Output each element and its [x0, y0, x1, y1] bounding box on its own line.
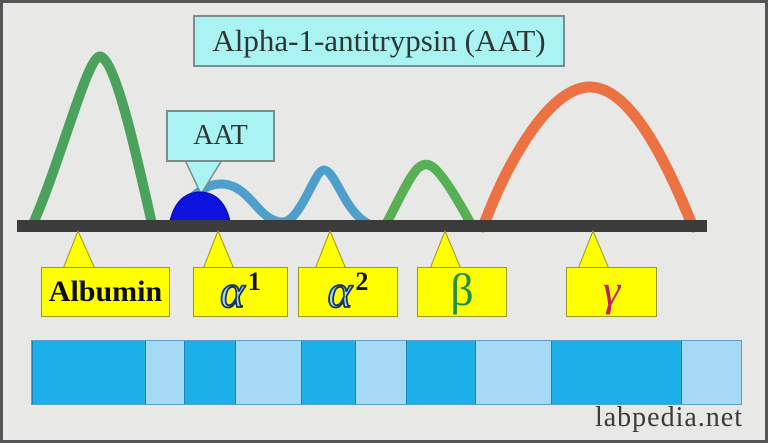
alpha1-symbol: α	[219, 265, 245, 318]
alpha2-symbol: α	[327, 265, 353, 318]
alpha1-superscript: 1	[247, 267, 261, 296]
gel-band-dark	[32, 341, 146, 404]
alpha2-label-box: α 2	[298, 267, 398, 317]
alpha1-alpha2-curve	[167, 165, 374, 229]
albumin-label-pointer	[62, 229, 96, 270]
title-box: Alpha-1-antitrypsin (AAT)	[193, 15, 565, 67]
gamma-label-box: γ	[566, 267, 657, 317]
gamma-symbol: γ	[602, 266, 621, 315]
gamma-label-pointer	[577, 229, 610, 270]
alpha2-superscript: 2	[355, 267, 369, 296]
alpha1-label-pointer	[202, 229, 235, 270]
beta-label-box: β	[417, 267, 507, 317]
albumin-label: Albumin	[48, 275, 163, 308]
diagram-title: Alpha-1-antitrypsin (AAT)	[212, 23, 546, 58]
gel-band-light	[236, 341, 301, 404]
beta-symbol: β	[450, 264, 474, 315]
gel-band-light	[476, 341, 551, 404]
aat-callout-label: AAT	[193, 120, 248, 151]
baseline-bar	[17, 220, 707, 232]
aat-peak-fill	[168, 191, 232, 228]
gamma-curve	[477, 81, 699, 233]
aat-callout-box: AAT	[166, 110, 275, 162]
gel-band-dark	[551, 341, 682, 404]
gel-band-dark	[184, 341, 236, 404]
gel-band-light	[356, 341, 406, 404]
gel-band-light	[682, 341, 741, 404]
alpha2-label-pointer	[314, 229, 347, 270]
gel-band-dark	[301, 341, 356, 404]
albumin-curve	[28, 51, 157, 229]
gel-strip	[31, 340, 742, 405]
watermark-text: labpedia.net	[594, 402, 743, 433]
aat-callout-pointer	[183, 159, 224, 196]
beta-curve	[381, 159, 476, 229]
alpha1-label-box: α 1	[193, 267, 288, 317]
albumin-label-box: Albumin	[41, 267, 170, 317]
gel-band-light	[146, 341, 184, 404]
gel-band-dark	[406, 341, 476, 404]
